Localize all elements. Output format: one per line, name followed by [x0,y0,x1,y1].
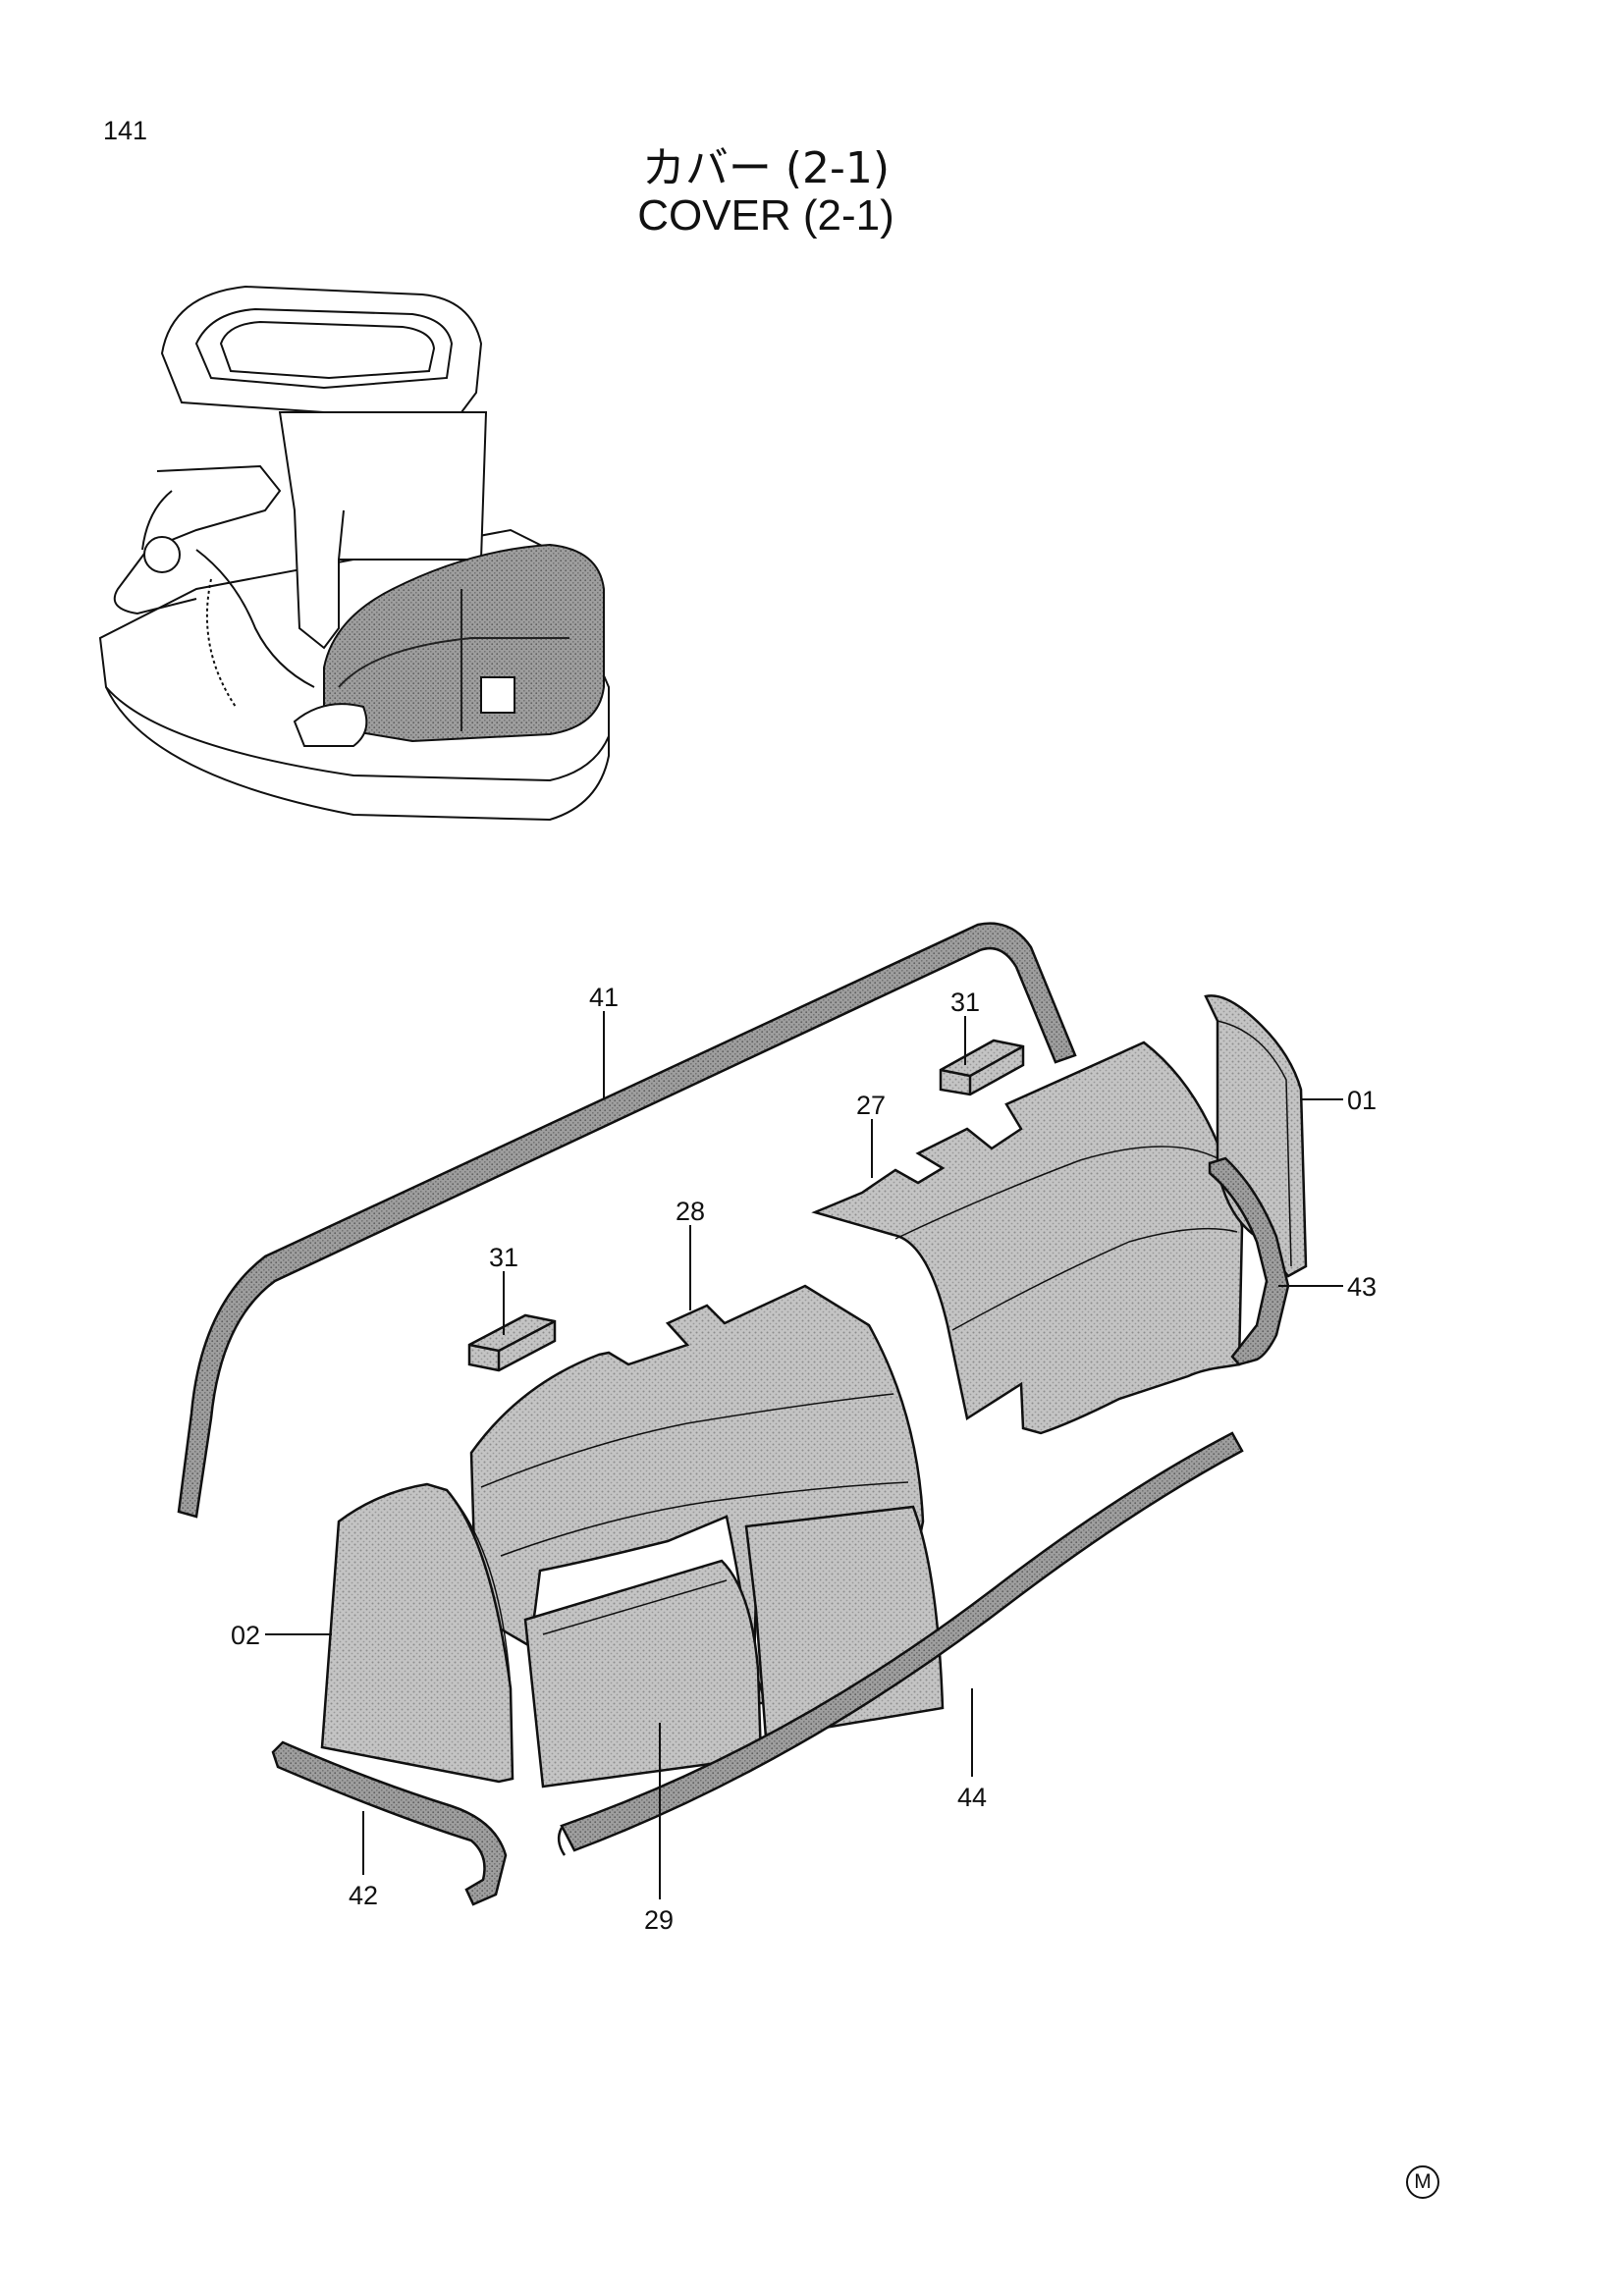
part-27-panel [811,1041,1244,1435]
part-43-seal [1208,1156,1290,1366]
overview-illustration [98,285,610,822]
exploded-parts [177,922,1308,1906]
part-31-block-lower [467,1313,557,1372]
callout-41: 41 [589,983,619,1012]
part-42-seal [271,1740,508,1906]
callout-44: 44 [957,1783,987,1812]
machine-cover-highlight [323,543,605,743]
part-44-seal [560,1431,1244,1852]
model-mark-icon: M [1406,2165,1439,2199]
part-02-panel [320,1482,514,1784]
callout-42: 42 [349,1881,378,1910]
page-title-japanese: カバー (2-1) [641,143,891,193]
callout-01: 01 [1347,1086,1377,1115]
page-title-english: COVER (2-1) [637,191,894,240]
callout-02: 02 [231,1621,260,1650]
callout-31-lower: 31 [489,1243,518,1272]
part-41-seal [177,922,1077,1519]
callout-43: 43 [1347,1272,1377,1302]
part-28-panel [469,1284,925,1705]
part-31-block-upper [939,1039,1025,1096]
callout-31-upper: 31 [950,988,980,1017]
callout-28: 28 [676,1197,705,1226]
part-29-panel [523,1559,763,1789]
machine-cab [278,411,488,650]
part-01-panel [1204,994,1308,1278]
callout-29: 29 [644,1905,674,1935]
callouts: 41 31 27 28 31 01 43 02 42 29 44 [231,983,1377,1935]
leader-lines [265,1011,1343,1899]
page-number: 141 [103,116,148,145]
machine-seat [113,464,282,615]
callout-27: 27 [856,1091,886,1120]
